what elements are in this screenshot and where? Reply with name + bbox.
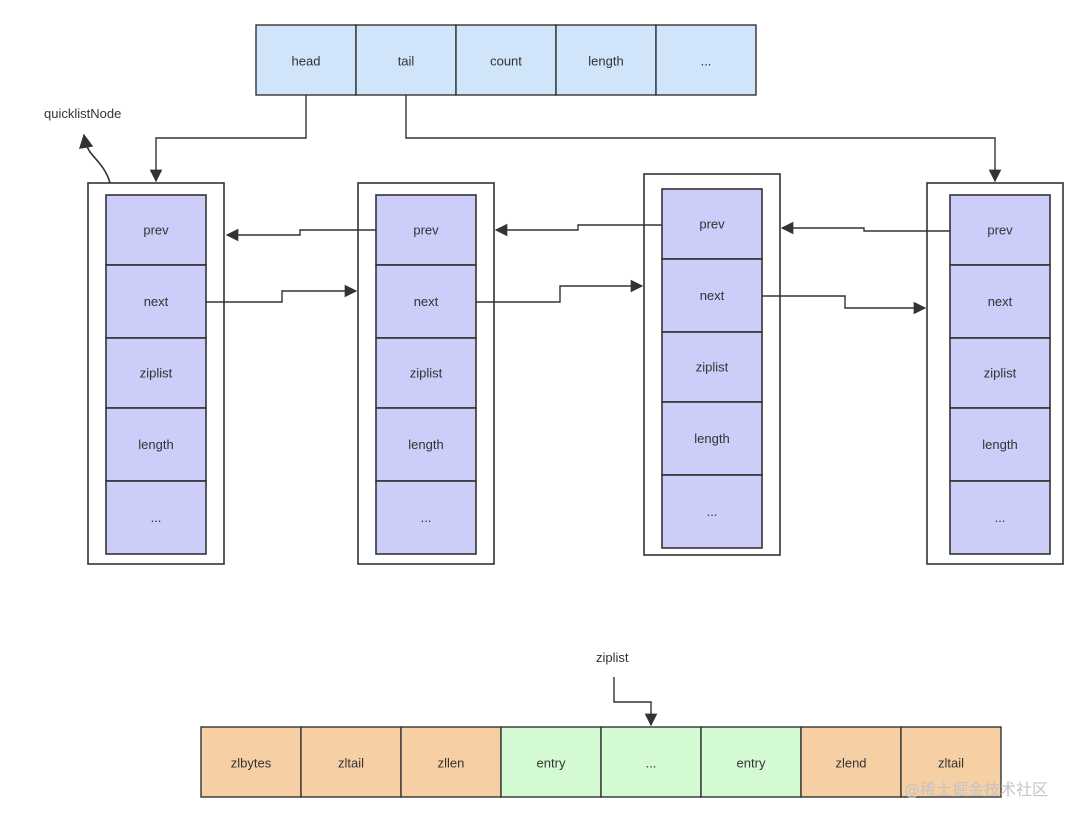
node-field-label: prev: [413, 222, 439, 237]
ziplist-cell-meta: [900, 726, 1002, 798]
quicklist-node-pointer: [79, 133, 111, 184]
node-field-cell: [375, 480, 477, 555]
node1-next-arrow: [206, 284, 358, 303]
node3-prev-arrow: [494, 223, 662, 237]
node-field-label: ...: [151, 510, 162, 525]
quicklist-nodes: prev next ziplist length... prev next ziplist l…: [87, 173, 1064, 565]
node3-next-arrow: [762, 295, 927, 315]
node-field-label: next: [414, 294, 439, 309]
ziplist-cell-label: zltail: [938, 755, 964, 770]
node-field-cell: [105, 264, 207, 339]
node-field-cell: [949, 407, 1051, 482]
header-cell: [455, 24, 557, 96]
quicklist-header: head tail count length...: [255, 24, 757, 96]
node-field-label: length: [982, 437, 1017, 452]
node-field-cell: [105, 480, 207, 555]
header-cell: [355, 24, 457, 96]
node-field-label: ziplist: [984, 365, 1017, 380]
node-field-cell: [661, 188, 763, 260]
quicklist-node-1: prev next ziplist length...: [87, 182, 225, 565]
node-field-cell: [661, 401, 763, 476]
node-field-cell: [661, 331, 763, 403]
header-cell: [655, 24, 757, 96]
node-field-label: prev: [699, 216, 725, 231]
node2-next-arrow: [476, 279, 644, 303]
node-field-label: ...: [707, 504, 718, 519]
header-cell: [255, 24, 357, 96]
ziplist-cell-entry: [700, 726, 802, 798]
node-field-label: next: [700, 288, 725, 303]
ziplist-cell-label: entry: [537, 755, 566, 770]
tail-pointer-arrow: [405, 95, 1002, 183]
node-field-cell: [375, 264, 477, 339]
node-field-cell: [949, 480, 1051, 555]
head-pointer-arrow: [149, 95, 307, 183]
node-field-cell: [661, 258, 763, 333]
ziplist-label: ziplist: [596, 650, 629, 665]
ziplist-cell-meta: [800, 726, 902, 798]
node-field-cell: [105, 407, 207, 482]
header-cell-label: count: [490, 53, 522, 68]
ziplist-cell-label: zllen: [438, 755, 465, 770]
header-cell-label: tail: [398, 53, 415, 68]
node-field-label: length: [408, 437, 443, 452]
node-field-label: ziplist: [696, 359, 729, 374]
ziplist-cell-entry: [600, 726, 702, 798]
quicklist-node-label: quicklistNode: [44, 106, 121, 121]
ziplist-pointer-arrow: [613, 677, 658, 727]
ziplist-cell-label: zlend: [835, 755, 866, 770]
ziplist-cell-label: zlbytes: [231, 755, 272, 770]
header-cell-label: head: [292, 53, 321, 68]
header-cell-label: length: [588, 53, 623, 68]
node-field-cell: [949, 194, 1051, 266]
node-field-cell: [375, 407, 477, 482]
node-field-label: next: [988, 294, 1013, 309]
node-field-label: ...: [995, 510, 1006, 525]
node-field-label: prev: [143, 222, 169, 237]
node2-prev-arrow: [225, 228, 376, 242]
node-field-label: length: [694, 431, 729, 446]
watermark: @稀土掘金技术社区: [904, 780, 1048, 799]
ziplist-cell-label: ...: [646, 755, 657, 770]
node-field-label: ziplist: [140, 365, 173, 380]
node4-prev-arrow: [780, 221, 950, 235]
quicklist-node-2: prev next ziplist length...: [357, 182, 495, 565]
node-field-label: ziplist: [410, 365, 443, 380]
header-cell-label: ...: [701, 53, 712, 68]
node-field-label: prev: [987, 222, 1013, 237]
ziplist-row: zlbytes zltail zllen entry... entry zlend zlta…: [200, 726, 1002, 798]
node-field-label: length: [138, 437, 173, 452]
node-field-label: next: [144, 294, 169, 309]
quicklist-node-3: prev next ziplist length...: [643, 173, 781, 556]
ziplist-cell-label: zltail: [338, 755, 364, 770]
node-field-cell: [949, 337, 1051, 409]
node-field-cell: [949, 264, 1051, 339]
ziplist-cell-meta: [300, 726, 402, 798]
node-field-label: ...: [421, 510, 432, 525]
quicklist-node-4: prev next ziplist length...: [926, 182, 1064, 565]
node-field-cell: [661, 474, 763, 549]
ziplist-cell-label: entry: [737, 755, 766, 770]
